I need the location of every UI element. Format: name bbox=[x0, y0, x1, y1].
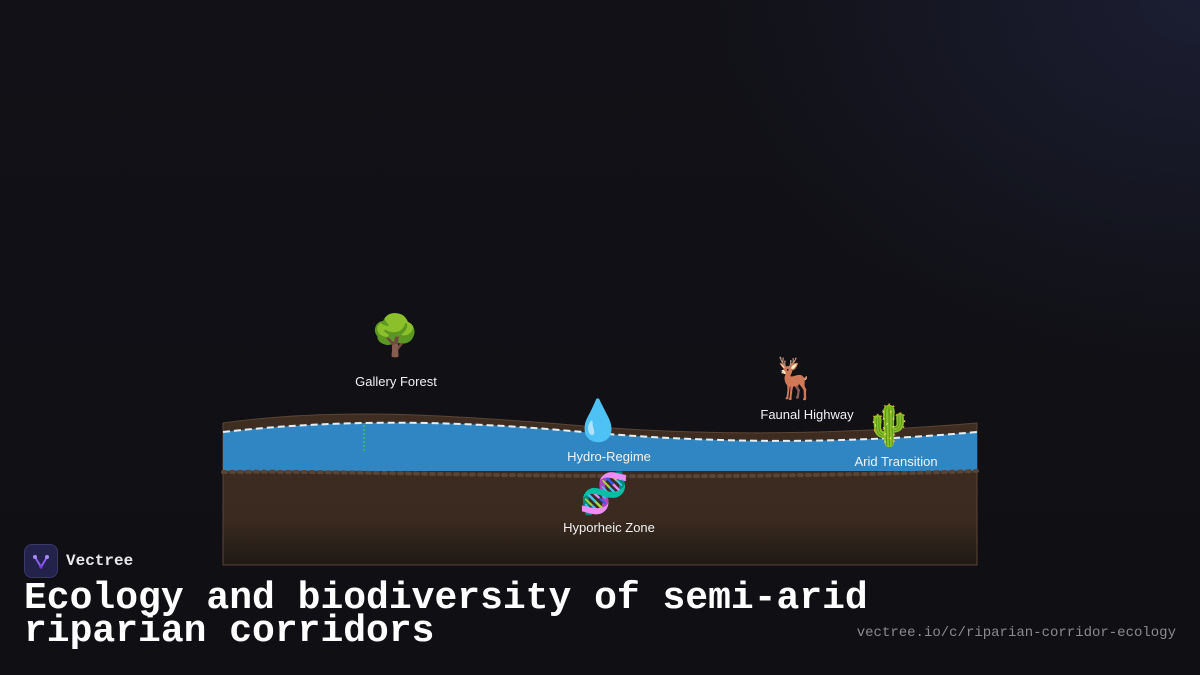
hyporheic-boundary bbox=[221, 469, 979, 479]
cactus-icon: 🌵 bbox=[864, 403, 914, 449]
page-title: Ecology and biodiversity of semi-arid ri… bbox=[24, 577, 868, 653]
gallery-forest-label: Gallery Forest bbox=[355, 374, 437, 389]
vectree-logo-icon bbox=[24, 544, 58, 578]
tree-icon: 🌳 bbox=[370, 313, 420, 359]
droplet-icon: 💧 bbox=[573, 398, 623, 444]
water-body bbox=[223, 422, 977, 471]
hyporheic-zone-label: Hyporheic Zone bbox=[563, 520, 655, 535]
brand: Vectree bbox=[24, 544, 133, 578]
water-table-line bbox=[222, 421, 978, 442]
dna-icon: 🧬 bbox=[579, 471, 629, 517]
hydro-regime-label: Hydro-Regime bbox=[567, 449, 651, 464]
deer-icon: 🦌 bbox=[770, 356, 820, 402]
brand-name: Vectree bbox=[66, 552, 134, 570]
source-url: vectree.io/c/riparian-corridor-ecology bbox=[856, 625, 1176, 641]
arid-transition-label: Arid Transition bbox=[854, 454, 938, 469]
faunal-highway-label: Faunal Highway bbox=[760, 407, 854, 422]
